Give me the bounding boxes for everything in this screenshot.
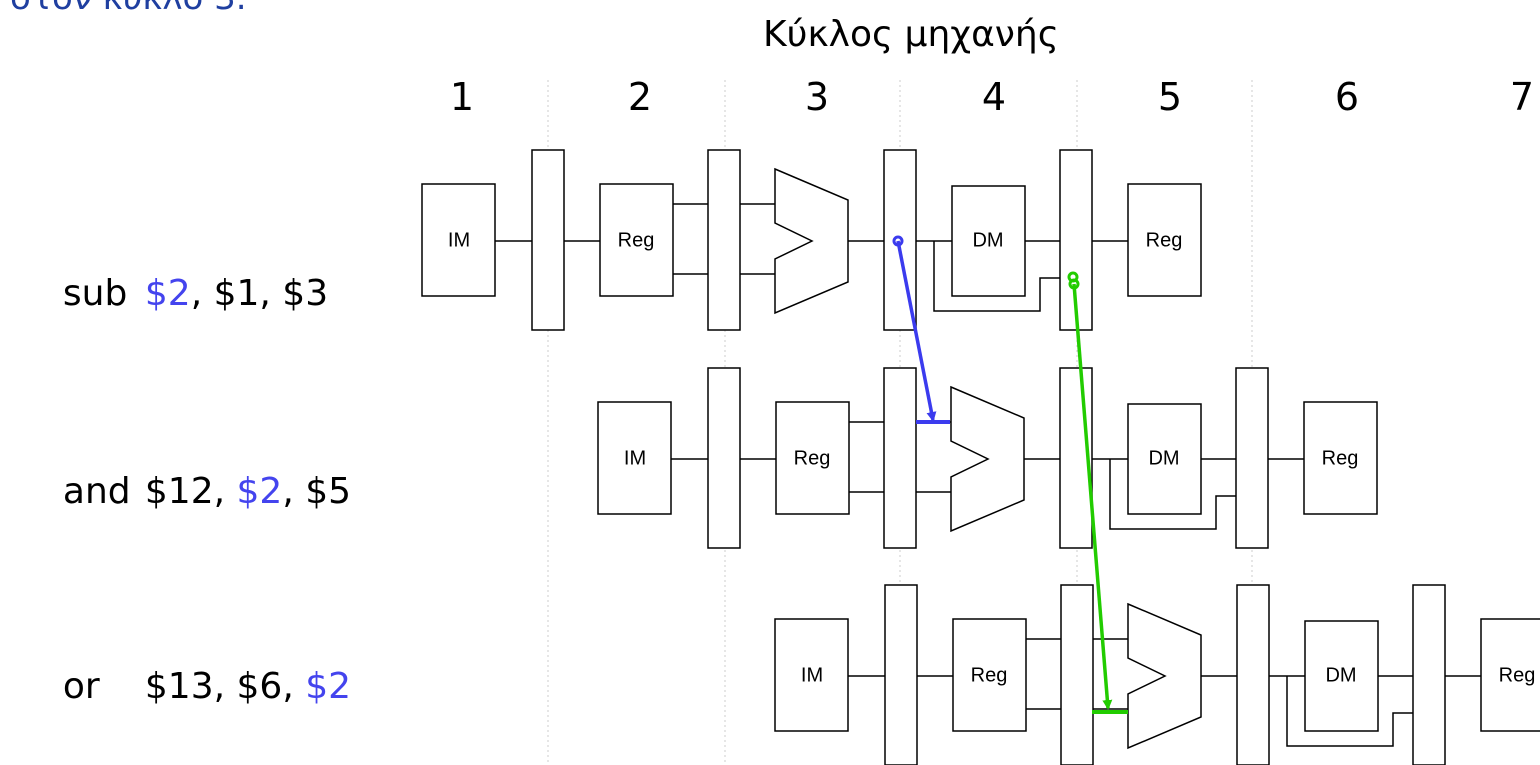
pipeline-register [707, 149, 741, 331]
cycle-number-7: 7 [1509, 75, 1535, 119]
pipeline-register [1236, 584, 1270, 765]
register-file-writeback-box [1127, 183, 1202, 297]
operand-separator: , [190, 273, 214, 314]
register-file-box [775, 401, 850, 515]
operand-separator: , [259, 273, 283, 314]
pipeline-register [1060, 584, 1094, 765]
operand: $6 [236, 666, 283, 707]
cycle-number-3: 3 [804, 75, 830, 119]
operand: $5 [305, 471, 352, 512]
operand: $2 [236, 471, 283, 512]
operand: $2 [305, 666, 352, 707]
reg-label: Reg [1146, 229, 1183, 251]
im-label: IM [624, 447, 646, 469]
dm-label: DM [1325, 664, 1356, 686]
pipeline-register [707, 367, 741, 549]
alu-shape [950, 385, 1025, 533]
instruction-memory-box [597, 401, 672, 515]
operand: $12 [144, 471, 214, 512]
pipeline-register [1412, 584, 1446, 765]
pipeline-row-1: IM Reg DM Reg [421, 149, 1202, 331]
register-file-writeback-box [1303, 401, 1378, 515]
reg-label: Reg [794, 447, 831, 469]
pipeline-register [531, 149, 565, 331]
operand: $1 [213, 273, 260, 314]
operand-separator: , [213, 471, 237, 512]
cycle-number-5: 5 [1157, 75, 1183, 119]
operand: $3 [282, 273, 329, 314]
cycle-number-4: 4 [981, 75, 1007, 119]
register-file-box [599, 183, 674, 297]
reg-label: Reg [1499, 664, 1536, 686]
data-memory-box [951, 185, 1026, 297]
im-label: IM [801, 664, 823, 686]
top-caption-fragment: στον κύκλο 3. [10, 0, 247, 18]
wire [1109, 459, 1236, 530]
register-file-writeback-box [1480, 618, 1540, 732]
operand-separator: , [213, 666, 237, 707]
dm-label: DM [1148, 447, 1179, 469]
cycle-number-1: 1 [449, 75, 475, 119]
reg-label: Reg [618, 229, 655, 251]
cycle-number-2: 2 [627, 75, 653, 119]
instruction-opcode: and [62, 471, 131, 512]
pipeline-row-2: IM Reg DM Reg [597, 367, 1378, 549]
instruction-memory-box [421, 183, 496, 297]
pipeline-register [1235, 367, 1269, 549]
cycle-number-6: 6 [1334, 75, 1360, 119]
pipeline-row-3: IM Reg DM Reg [774, 584, 1540, 765]
instruction-or: or $13, $6, $2 [40, 625, 351, 707]
data-memory-box [1304, 620, 1379, 732]
operand-separator: , [282, 666, 306, 707]
instruction-opcode: sub [62, 273, 128, 314]
alu-shape [774, 167, 849, 315]
instruction-opcode: or [62, 666, 100, 707]
register-file-box [952, 618, 1027, 732]
pipeline-register [884, 584, 918, 765]
dm-label: DM [972, 229, 1003, 251]
forwarding-paths [892, 235, 1128, 714]
wire [1286, 676, 1413, 747]
forward-arrow-mem [896, 240, 937, 422]
operand-separator: , [282, 471, 306, 512]
axis-title: Κύκλος μηχανής [763, 14, 1059, 55]
alu-shape [1127, 602, 1202, 750]
operand: $2 [144, 273, 191, 314]
reg-label: Reg [971, 664, 1008, 686]
instruction-sub: sub $2, $1, $3 [40, 232, 328, 314]
wire [933, 241, 1060, 312]
pipeline-register [883, 367, 917, 549]
instruction-and: and $12, $2, $5 [40, 430, 351, 512]
im-label: IM [448, 229, 470, 251]
instruction-memory-box [774, 618, 849, 732]
forward-arrow-wb [1072, 283, 1113, 710]
operand: $13 [144, 666, 214, 707]
reg-label: Reg [1322, 447, 1359, 469]
